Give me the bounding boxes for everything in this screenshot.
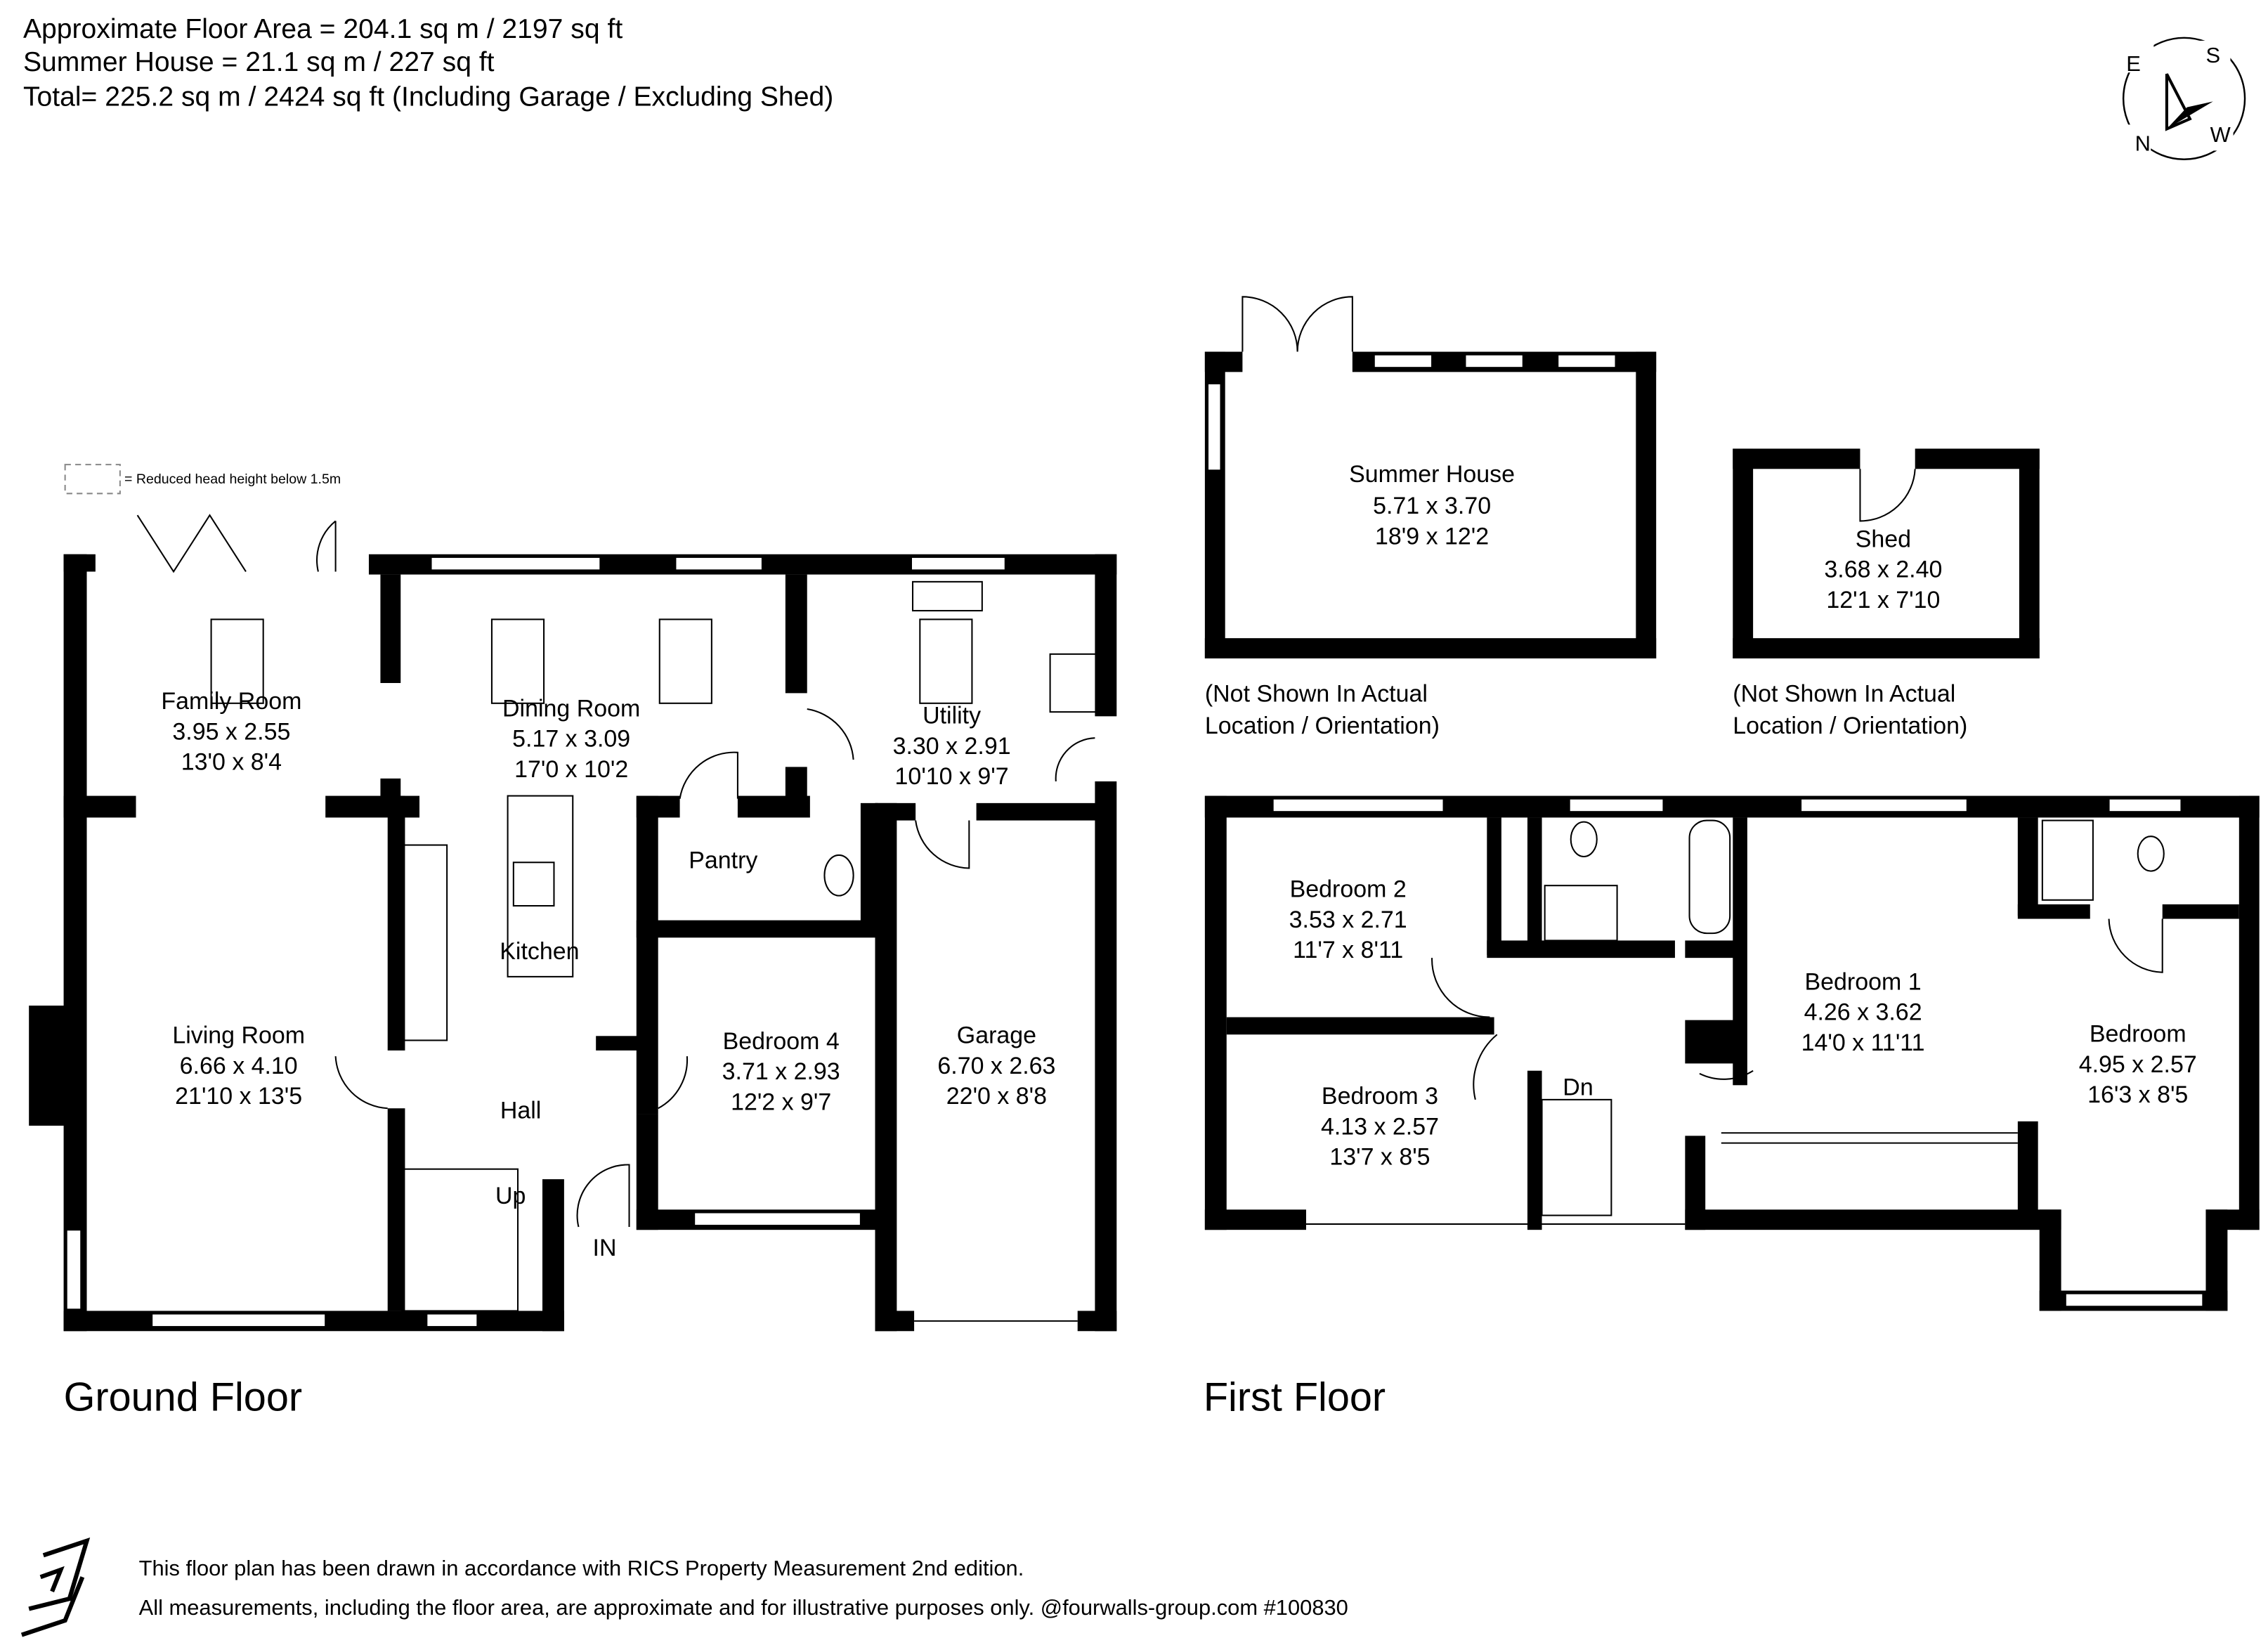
location-note: (Not Shown In Actual [1205,681,1428,708]
toilet-icon [1570,821,1598,858]
room-size-imperial: 11'7 x 8'11 [1293,937,1403,963]
summer-house-plan: Summer House 5.71 x 3.70 18'9 x 12'2 (No… [1204,296,1657,739]
first-floor-title: First Floor [1204,1374,1386,1419]
room-name: Garage [957,1022,1036,1049]
stairs-up-label: Up [495,1183,526,1209]
toilet-icon [823,854,854,897]
compass-north: N [2135,131,2151,155]
legend-text: = Reduced head height below 1.5m [124,472,341,487]
room-size-metric: 4.26 x 3.62 [1804,999,1922,1026]
entrance-label: IN [593,1235,617,1261]
room-size-metric: 3.30 x 2.91 [893,733,1011,760]
room-size-imperial: 10'10 x 9'7 [895,763,1009,790]
room-name: Family Room [161,688,301,715]
room-size-metric: 5.17 x 3.09 [512,726,630,753]
room-size-imperial: 22'0 x 8'8 [946,1083,1047,1110]
sink-icon [911,580,983,612]
room-size-metric: 3.68 x 2.40 [1824,557,1942,583]
kitchen-island [507,795,574,977]
fourwalls-logo [20,1537,91,1637]
toilet-icon [2137,836,2165,872]
room-name: Bedroom 1 [1805,968,1922,995]
room-size-imperial: 12'1 x 7'10 [1826,587,1940,613]
room-size-metric: 3.53 x 2.71 [1289,906,1407,933]
reduced-height-swatch [64,464,121,495]
pantry-label: Pantry [689,847,757,873]
kitchen-label: Kitchen [500,938,579,965]
location-note: (Not Shown In Actual [1733,681,1955,708]
ground-floor-plan: Family Room 3.95 x 2.55 13'0 x 8'4 Dinin… [29,514,1117,1419]
room-name: Bedroom 2 [1290,876,1407,903]
room-name: Shed [1856,526,1911,552]
stairs-down-label: Dn [1563,1074,1593,1101]
room-name: Living Room [172,1022,305,1049]
room-name: Bedroom 3 [1322,1083,1438,1110]
stairs-icon [1541,1098,1612,1216]
ground-floor-title: Ground Floor [64,1374,303,1419]
compass-icon: E S N W [2118,37,2246,160]
room-size-metric: 6.66 x 4.10 [180,1053,298,1079]
summer-house-area-text: Summer House = 21.1 sq m / 227 sq ft [23,47,495,77]
room-name: Bedroom 4 [723,1028,840,1055]
room-size-imperial: 14'0 x 11'11 [1801,1029,1925,1056]
room-size-imperial: 17'0 x 10'2 [514,756,628,783]
hob-icon [512,862,555,907]
hall-label: Hall [500,1098,542,1124]
room-size-metric: 3.95 x 2.55 [172,718,290,745]
room-size-imperial: 13'7 x 8'5 [1329,1144,1430,1171]
room-size-imperial: 12'2 x 9'7 [731,1088,831,1115]
room-size-imperial: 21'10 x 13'5 [175,1083,302,1110]
location-note: Location / Orientation) [1733,713,1967,739]
room-name: Utility [923,703,981,729]
room-size-metric: 4.13 x 2.57 [1321,1113,1439,1140]
room-size-metric: 5.71 x 3.70 [1373,493,1491,519]
compass-east: E [2126,51,2141,76]
room-size-metric: 4.95 x 2.57 [2079,1051,2197,1078]
room-size-imperial: 13'0 x 8'4 [181,749,282,776]
room-size-metric: 6.70 x 2.63 [937,1053,1055,1079]
area-summary: Approximate Floor Area = 204.1 sq m / 21… [23,14,833,112]
room-name: Dining Room [502,695,640,722]
room-name: Summer House [1349,461,1515,488]
shed-plan: Shed 3.68 x 2.40 12'1 x 7'10 (Not Shown … [1733,448,2040,739]
footer: This floor plan has been drawn in accord… [20,1537,1348,1637]
legend: = Reduced head height below 1.5m [64,464,341,495]
compass-south: S [2205,43,2220,67]
bath-icon [1688,819,1731,935]
floor-area-text: Approximate Floor Area = 204.1 sq m / 21… [23,14,623,44]
shower-icon [2041,819,2094,901]
measurement-disclaimer: All measurements, including the floor ar… [139,1595,1348,1620]
total-area-text: Total= 225.2 sq m / 2424 sq ft (Includin… [23,82,833,112]
first-floor-plan: Bedroom 2 3.53 x 2.71 11'7 x 8'11 Bedroo… [1204,795,2260,1419]
room-name: Bedroom [2090,1021,2186,1048]
stairs-icon [401,1168,519,1312]
room-size-imperial: 16'3 x 8'5 [2087,1081,2188,1108]
room-size-metric: 3.71 x 2.93 [722,1058,840,1085]
location-note: Location / Orientation) [1205,713,1440,739]
rics-disclaimer: This floor plan has been drawn in accord… [139,1556,1024,1580]
compass-west: W [2210,122,2231,147]
shower-icon [1544,885,1618,942]
room-size-imperial: 18'9 x 12'2 [1375,523,1489,550]
